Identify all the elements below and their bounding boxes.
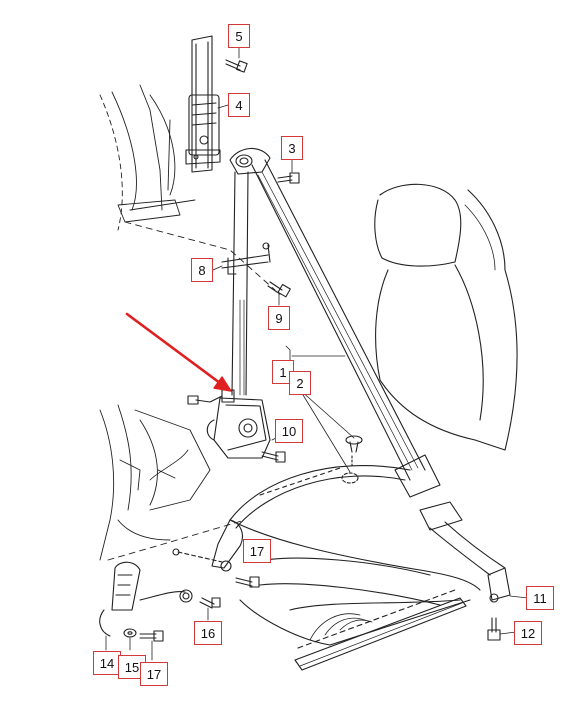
callout-16[interactable]: 16 xyxy=(194,621,222,645)
bolt-10 xyxy=(261,451,286,463)
lap-belt xyxy=(229,465,411,529)
bolt-17-upper xyxy=(235,576,260,588)
shoulder-belt xyxy=(251,159,441,498)
washer-15 xyxy=(123,628,137,638)
callout-17-lower[interactable]: 17 xyxy=(140,662,168,686)
buckle-stalk xyxy=(419,501,511,603)
bolt-16 xyxy=(199,597,221,609)
front-seat xyxy=(229,183,518,646)
upper-deflector xyxy=(229,147,271,175)
seat-rail xyxy=(294,589,467,671)
cap-2 xyxy=(341,435,363,484)
bolt-3 xyxy=(277,172,300,184)
callout-11[interactable]: 11 xyxy=(526,586,554,610)
callout-5[interactable]: 5 xyxy=(228,24,250,48)
bolt-17-lower xyxy=(139,630,164,642)
callout-2[interactable]: 2 xyxy=(289,371,311,395)
callout-14[interactable]: 14 xyxy=(93,651,121,675)
height-adjuster xyxy=(185,35,221,173)
belt-retractor xyxy=(187,389,271,459)
bolt-5 xyxy=(225,59,248,73)
callout-4[interactable]: 4 xyxy=(228,93,250,117)
bolt-12 xyxy=(487,617,501,641)
lap-anchor-17 xyxy=(172,519,243,572)
callout-17-upper[interactable]: 17 xyxy=(243,539,271,563)
highlight-arrow xyxy=(125,312,232,392)
belt-guide-8 xyxy=(221,242,271,275)
callout-12[interactable]: 12 xyxy=(514,621,542,645)
bracket-14 xyxy=(99,561,193,637)
callout-8[interactable]: 8 xyxy=(191,258,213,282)
belt-webbing-vertical xyxy=(231,171,249,396)
callout-10[interactable]: 10 xyxy=(275,419,303,443)
bolt-9 xyxy=(267,281,291,298)
callout-3[interactable]: 3 xyxy=(281,136,303,160)
callout-9[interactable]: 9 xyxy=(268,306,290,330)
